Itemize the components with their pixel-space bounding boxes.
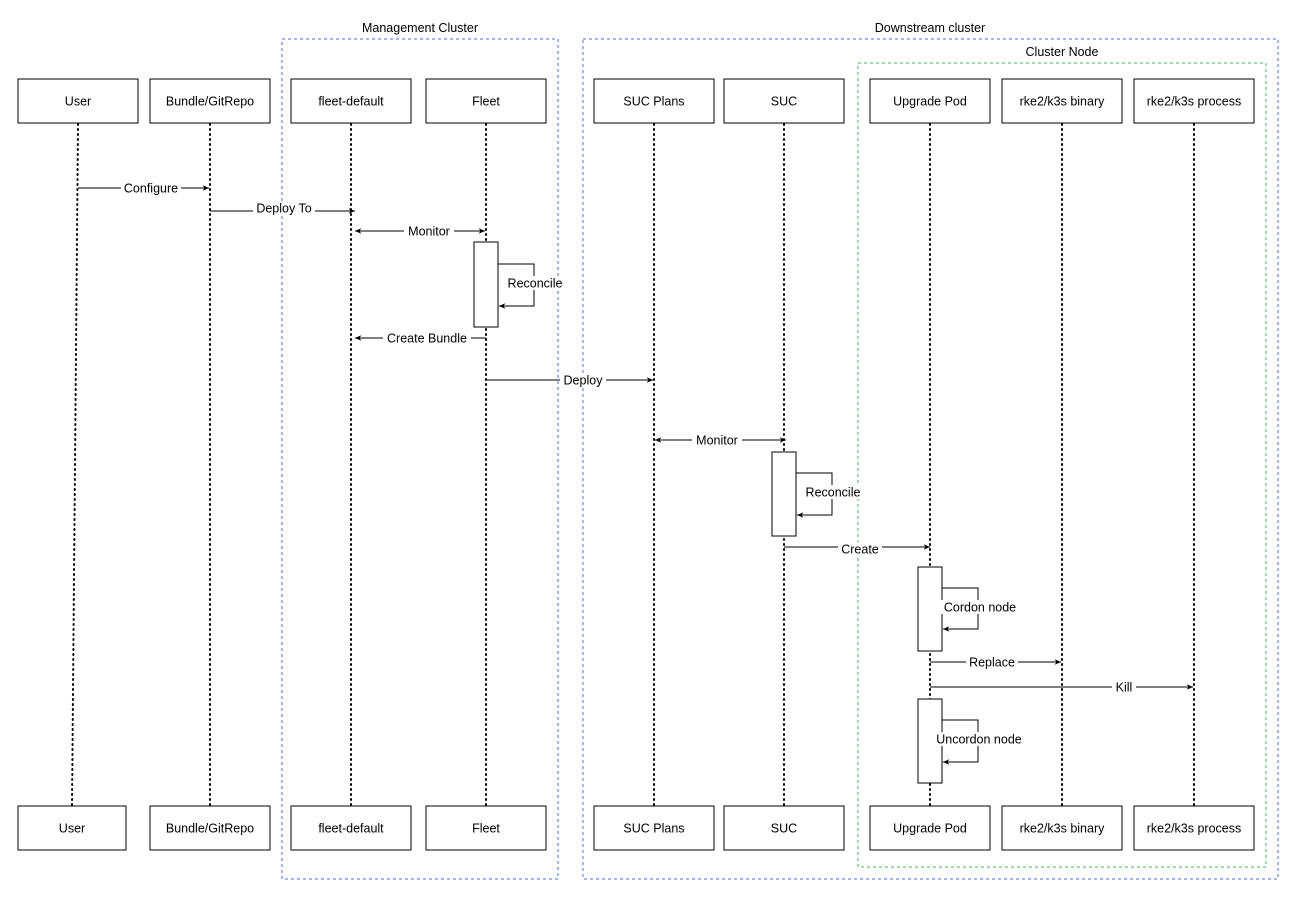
participant-binary-top: rke2/k3s binary bbox=[1001, 78, 1123, 124]
participant-suc-plans-bottom: SUC Plans bbox=[593, 805, 715, 851]
svg-text:rke2/k3s binary: rke2/k3s binary bbox=[1020, 95, 1106, 109]
participant-bundle-top: Bundle/GitRepo bbox=[149, 78, 271, 124]
participant-fleet-default-bottom: fleet-default bbox=[290, 805, 412, 851]
svg-text:Monitor: Monitor bbox=[408, 225, 450, 239]
message-deploy: Deploy bbox=[486, 373, 653, 388]
svg-text:fleet-default: fleet-default bbox=[318, 95, 384, 109]
participant-process-top: rke2/k3s process bbox=[1133, 78, 1255, 124]
svg-text:Reconcile: Reconcile bbox=[508, 277, 563, 291]
message-configure: Configure bbox=[78, 181, 209, 196]
message-reconcile-suc: Reconcile bbox=[796, 472, 862, 518]
participant-user-top: User bbox=[17, 78, 139, 124]
svg-text:Uncordon node: Uncordon node bbox=[936, 733, 1022, 747]
message-replace: Replace bbox=[930, 655, 1061, 670]
message-create: Create bbox=[784, 542, 930, 557]
activation-fleet bbox=[473, 241, 499, 328]
svg-text:Bundle/GitRepo: Bundle/GitRepo bbox=[166, 95, 254, 109]
svg-text:Monitor: Monitor bbox=[696, 434, 738, 448]
downstream-cluster-label: Downstream cluster bbox=[875, 21, 985, 35]
activation-upgrade-pod-1 bbox=[917, 566, 943, 652]
svg-text:SUC Plans: SUC Plans bbox=[623, 95, 684, 109]
participant-process-bottom: rke2/k3s process bbox=[1133, 805, 1255, 851]
svg-text:Upgrade Pod: Upgrade Pod bbox=[893, 95, 967, 109]
svg-text:SUC Plans: SUC Plans bbox=[623, 822, 684, 836]
svg-text:Kill: Kill bbox=[1116, 681, 1133, 695]
cluster-node-label: Cluster Node bbox=[1026, 45, 1099, 59]
participant-suc-top: SUC bbox=[723, 78, 845, 124]
participant-binary-bottom: rke2/k3s binary bbox=[1001, 805, 1123, 851]
message-uncordon-node: Uncordon node bbox=[932, 719, 1026, 765]
svg-text:Upgrade Pod: Upgrade Pod bbox=[893, 822, 967, 836]
svg-text:User: User bbox=[59, 822, 85, 836]
message-cordon-node: Cordon node bbox=[940, 587, 1020, 632]
svg-text:rke2/k3s process: rke2/k3s process bbox=[1147, 822, 1241, 836]
svg-text:rke2/k3s binary: rke2/k3s binary bbox=[1020, 822, 1106, 836]
svg-text:Deploy: Deploy bbox=[564, 374, 604, 388]
cluster-node-frame bbox=[857, 62, 1267, 868]
participant-fleet-default-top: fleet-default bbox=[290, 78, 412, 124]
message-monitor-fleet: Monitor bbox=[355, 224, 485, 239]
svg-text:Cordon node: Cordon node bbox=[944, 601, 1016, 615]
participant-upgrade-pod-bottom: Upgrade Pod bbox=[869, 805, 991, 851]
svg-text:Create Bundle: Create Bundle bbox=[387, 332, 467, 346]
management-cluster-label: Management Cluster bbox=[362, 21, 478, 35]
svg-text:Fleet: Fleet bbox=[472, 95, 500, 109]
participant-fleet-bottom: Fleet bbox=[425, 805, 547, 851]
participant-fleet-top: Fleet bbox=[425, 78, 547, 124]
svg-text:rke2/k3s process: rke2/k3s process bbox=[1147, 95, 1241, 109]
svg-text:fleet-default: fleet-default bbox=[318, 822, 384, 836]
svg-text:Create: Create bbox=[841, 543, 879, 557]
participant-bundle-bottom: Bundle/GitRepo bbox=[149, 805, 271, 851]
participant-suc-plans-top: SUC Plans bbox=[593, 78, 715, 124]
participant-upgrade-pod-top: Upgrade Pod bbox=[869, 78, 991, 124]
svg-text:Configure: Configure bbox=[124, 182, 178, 196]
message-monitor-suc: Monitor bbox=[655, 433, 786, 448]
management-cluster-frame bbox=[281, 38, 559, 880]
svg-text:SUC: SUC bbox=[771, 822, 797, 836]
participant-suc-bottom: SUC bbox=[723, 805, 845, 851]
participant-user-bottom: User bbox=[17, 805, 127, 851]
message-deploy-to: Deploy To bbox=[210, 201, 355, 216]
svg-text:Reconcile: Reconcile bbox=[806, 486, 861, 500]
message-reconcile-fleet: Reconcile bbox=[498, 263, 564, 309]
svg-text:Replace: Replace bbox=[969, 656, 1015, 670]
lifeline-user bbox=[71, 123, 79, 807]
message-create-bundle: Create Bundle bbox=[355, 331, 486, 346]
svg-text:SUC: SUC bbox=[771, 95, 797, 109]
svg-text:Bundle/GitRepo: Bundle/GitRepo bbox=[166, 822, 254, 836]
svg-text:Fleet: Fleet bbox=[472, 822, 500, 836]
message-kill: Kill bbox=[930, 680, 1193, 695]
svg-text:Deploy To: Deploy To bbox=[256, 202, 311, 216]
svg-text:User: User bbox=[65, 95, 91, 109]
activation-suc bbox=[771, 451, 797, 537]
